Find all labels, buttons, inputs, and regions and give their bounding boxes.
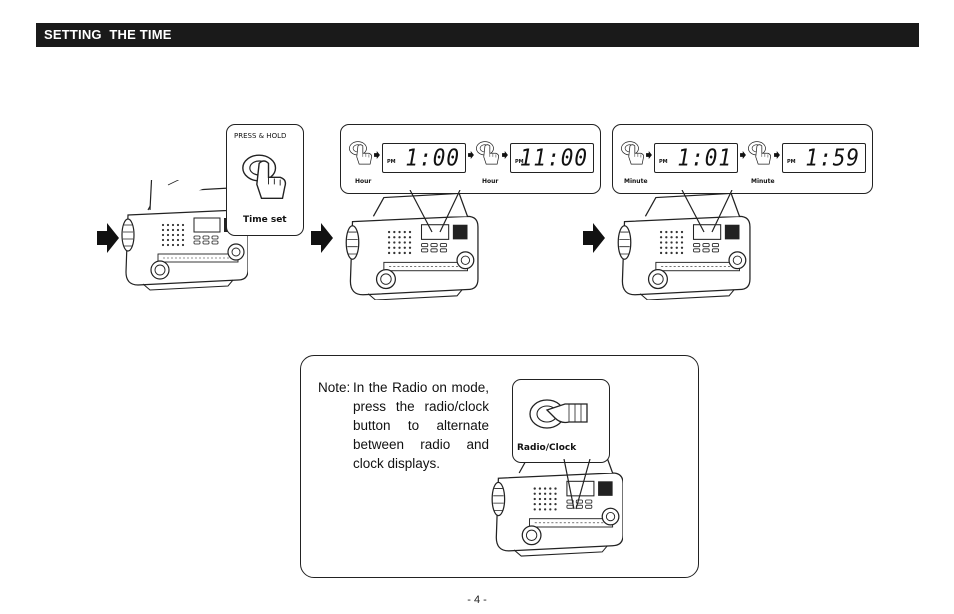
hour-label: Hour — [482, 178, 499, 185]
section-title: SETTING THE TIME — [44, 27, 172, 42]
minute-label: Minute — [624, 178, 648, 185]
lcd-display: PM 1:00 — [382, 143, 466, 173]
time-set-label: Time set — [243, 215, 287, 225]
pm-indicator: PM — [387, 159, 396, 165]
pm-indicator: PM — [787, 159, 796, 165]
small-arrow-icon — [774, 151, 780, 159]
section-header: SETTING THE TIME — [36, 23, 919, 47]
step1-arrow-icon — [97, 223, 119, 253]
finger-press-icon — [349, 141, 373, 165]
radio-clock-label: Radio/Clock — [517, 443, 577, 453]
hour-set-callout: Hour PM 1:00 Hour PM 11:00 — [340, 124, 601, 194]
callout-pointer — [681, 190, 733, 233]
note-body: In the Radio on mode, press the radio/cl… — [353, 380, 489, 471]
small-arrow-icon — [646, 151, 652, 159]
lcd-time: 1:00 — [405, 144, 460, 172]
step3-arrow-icon — [583, 223, 605, 253]
finger-press-icon — [748, 141, 772, 165]
radio-illustration-step1 — [121, 180, 248, 291]
minute-label: Minute — [751, 178, 775, 185]
step2-arrow-icon — [311, 223, 333, 253]
finger-press-icon — [242, 154, 287, 200]
lcd-display: PM 11:00 — [510, 143, 594, 173]
lcd-time: 11:00 — [519, 144, 588, 172]
press-hold-callout: PRESS & HOLD Time set — [226, 124, 304, 236]
radio-clock-callout: Radio/Clock — [512, 379, 610, 463]
callout-pointer — [409, 190, 461, 233]
finger-press-icon — [529, 399, 588, 429]
press-hold-label: PRESS & HOLD — [234, 132, 287, 140]
hour-label: Hour — [355, 178, 372, 185]
small-arrow-icon — [374, 151, 380, 159]
callout-pointer — [563, 459, 591, 510]
lcd-display: PM 1:59 — [782, 143, 866, 173]
small-arrow-icon — [502, 151, 508, 159]
page-number: - 4 - — [467, 594, 487, 606]
lcd-time: 1:01 — [677, 144, 732, 172]
pm-indicator: PM — [515, 159, 524, 165]
finger-press-icon — [476, 141, 500, 165]
note-prefix: Note: — [318, 380, 351, 395]
finger-press-icon — [621, 141, 645, 165]
lcd-time: 1:59 — [805, 144, 860, 172]
minute-set-callout: Minute PM 1:01 Minute PM 1:59 — [612, 124, 873, 194]
lcd-display: PM 1:01 — [654, 143, 738, 173]
pm-indicator: PM — [659, 159, 668, 165]
